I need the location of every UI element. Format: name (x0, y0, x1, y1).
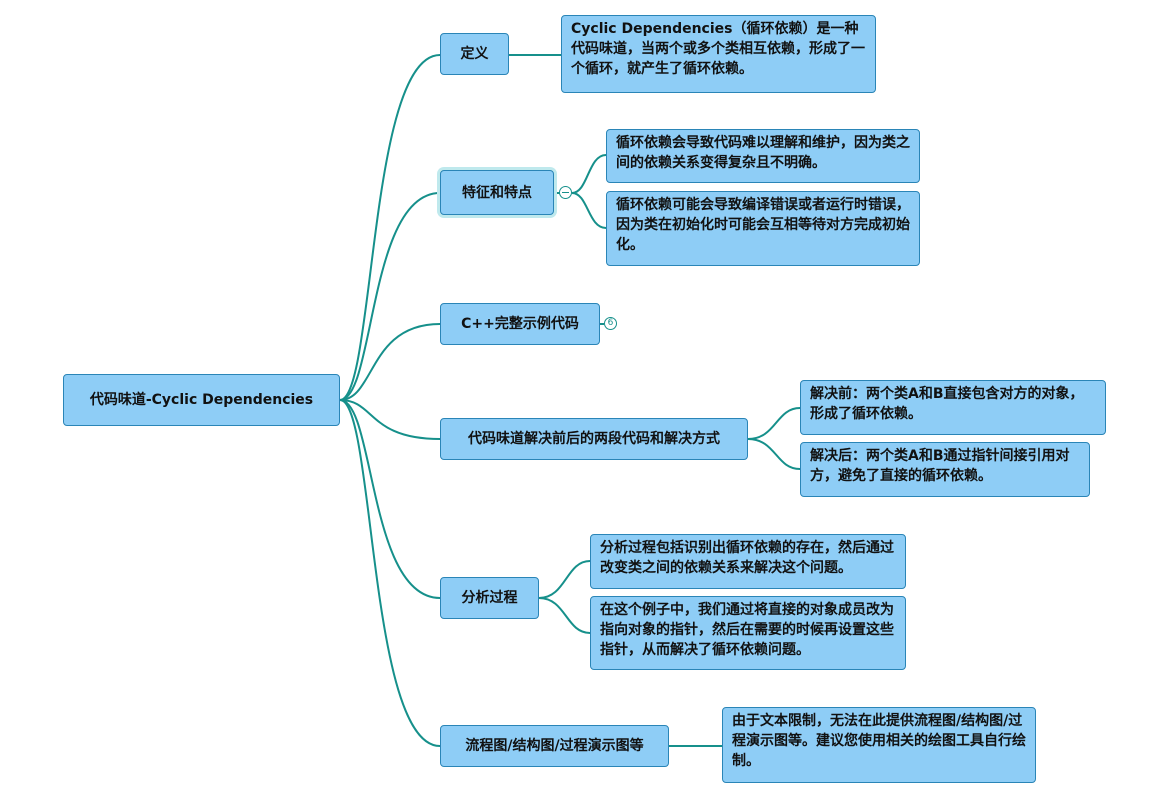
link-root-cpp-example (339, 323, 441, 401)
topic-analysis-label: 分析过程 (461, 590, 518, 606)
topic-features[interactable]: 特征和特点 (440, 170, 554, 215)
subtopic-diagrams-text[interactable]: 由于文本限制，无法在此提供流程图/结构图/过程演示图等。建议您使用相关的绘图工具… (722, 707, 1036, 783)
subtopic-features-2[interactable]: 循环依赖可能会导致编译错误或者运行时错误，因为类在初始化时可能会互相等待对方完成… (606, 191, 920, 266)
subtopic-features-1[interactable]: 循环依赖会导致代码难以理解和维护，因为类之间的依赖关系变得复杂且不明确。 (606, 129, 920, 183)
root-topic[interactable]: 代码味道-Cyclic Dependencies (63, 374, 340, 426)
collapse-toggle-icon[interactable] (559, 186, 572, 199)
expand-count-badge[interactable]: 6 (604, 317, 617, 330)
link-before-after-leaf-2 (747, 438, 801, 470)
subtopic-features-2-label: 循环依赖可能会导致编译错误或者运行时错误，因为类在初始化时可能会互相等待对方完成… (616, 197, 910, 253)
link-root-diagrams (339, 399, 441, 747)
link-root-definition (339, 54, 441, 401)
topic-before-after-label: 代码味道解决前后的两段代码和解决方式 (468, 431, 720, 447)
subtopic-analysis-2[interactable]: 在这个例子中，我们通过将直接的对象成员改为指向对象的指针，然后在需要的时候再设置… (590, 596, 906, 670)
topic-definition[interactable]: 定义 (440, 33, 509, 75)
subtopic-analysis-1[interactable]: 分析过程包括识别出循环依赖的存在，然后通过改变类之间的依赖关系来解决这个问题。 (590, 534, 906, 589)
topic-diagrams-label: 流程图/结构图/过程演示图等 (465, 738, 644, 754)
link-root-before-after (339, 399, 441, 440)
topic-cpp-example-label: C++完整示例代码 (461, 316, 579, 332)
subtopic-definition-text-label: Cyclic Dependencies（循环依赖）是一种代码味道，当两个或多个类… (571, 21, 865, 77)
link-features-leaf-1 (571, 154, 607, 194)
link-before-after-leaf-1 (747, 407, 801, 440)
subtopic-after-label: 解决后：两个类A和B通过指针间接引用对方，避免了直接的循环依赖。 (810, 448, 1070, 484)
topic-cpp-example[interactable]: C++完整示例代码 (440, 303, 600, 345)
subtopic-before-label: 解决前：两个类A和B直接包含对方的对象，形成了循环依赖。 (810, 386, 1084, 422)
root-topic-label: 代码味道-Cyclic Dependencies (89, 392, 314, 408)
expand-count-value: 6 (607, 318, 614, 328)
subtopic-analysis-2-label: 在这个例子中，我们通过将直接的对象成员改为指向对象的指针，然后在需要的时候再设置… (600, 602, 894, 658)
subtopic-diagrams-text-label: 由于文本限制，无法在此提供流程图/结构图/过程演示图等。建议您使用相关的绘图工具… (732, 713, 1026, 769)
subtopic-features-1-label: 循环依赖会导致代码难以理解和维护，因为类之间的依赖关系变得复杂且不明确。 (616, 135, 910, 171)
link-features-leaf-2 (571, 192, 607, 229)
link-analysis-leaf-1 (538, 560, 591, 599)
subtopic-after[interactable]: 解决后：两个类A和B通过指针间接引用对方，避免了直接的循环依赖。 (800, 442, 1090, 497)
link-analysis-leaf-2 (538, 597, 591, 634)
subtopic-definition-text[interactable]: Cyclic Dependencies（循环依赖）是一种代码味道，当两个或多个类… (561, 15, 876, 93)
link-root-analysis (339, 399, 441, 599)
subtopic-before[interactable]: 解决前：两个类A和B直接包含对方的对象，形成了循环依赖。 (800, 380, 1106, 435)
topic-definition-label: 定义 (460, 46, 489, 62)
topic-diagrams[interactable]: 流程图/结构图/过程演示图等 (440, 725, 669, 767)
link-root-features (339, 192, 441, 401)
subtopic-analysis-1-label: 分析过程包括识别出循环依赖的存在，然后通过改变类之间的依赖关系来解决这个问题。 (600, 540, 894, 576)
topic-analysis[interactable]: 分析过程 (440, 577, 539, 619)
topic-before-after[interactable]: 代码味道解决前后的两段代码和解决方式 (440, 418, 748, 460)
topic-features-label: 特征和特点 (462, 184, 532, 201)
